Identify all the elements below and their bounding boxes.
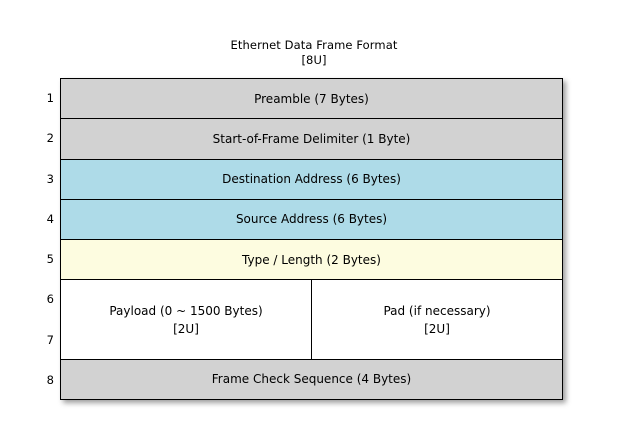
row-number-4: 4 — [46, 211, 54, 226]
diagram-title-subtitle: [8U] — [301, 53, 327, 67]
frame-field-type-length-label: Type / Length (2 Bytes) — [242, 252, 381, 267]
frame-field-start-of-frame-delimiter: Start-of-Frame Delimiter (1 Byte) — [61, 119, 562, 160]
frame-field-type-length: Type / Length (2 Bytes) — [61, 240, 562, 281]
frame-field-source-address: Source Address (6 Bytes) — [61, 199, 562, 240]
row-number-gutter: 1 2 3 4 5 6 7 8 — [30, 78, 56, 400]
frame-field-start-of-frame-delimiter-label: Start-of-Frame Delimiter (1 Byte) — [212, 131, 411, 146]
frame-field-preamble: Preamble (7 Bytes) — [61, 79, 562, 120]
frame-field-pad-label: Pad (if necessary) — [383, 303, 491, 318]
frame-field-payload-pad-band: Payload (0 ~ 1500 Bytes) [2U] Pad (if ne… — [61, 280, 562, 360]
frame-field-frame-check-sequence: Frame Check Sequence (4 Bytes) — [61, 359, 562, 399]
frame-field-payload: Payload (0 ~ 1500 Bytes) [2U] — [61, 280, 312, 359]
row-number-2: 2 — [46, 131, 54, 146]
frame-field-table: Preamble (7 Bytes) Start-of-Frame Delimi… — [60, 78, 563, 400]
row-number-6: 6 — [46, 292, 54, 307]
frame-field-preamble-label: Preamble (7 Bytes) — [254, 91, 369, 106]
frame-field-frame-check-sequence-label: Frame Check Sequence (4 Bytes) — [211, 372, 412, 387]
frame-field-destination-address: Destination Address (6 Bytes) — [61, 159, 562, 200]
frame-field-pad-annotation: [2U] — [424, 321, 450, 336]
row-number-3: 3 — [46, 171, 54, 186]
frame-field-pad: Pad (if necessary) [2U] — [312, 280, 562, 359]
frame-field-payload-label: Payload (0 ~ 1500 Bytes) — [109, 303, 263, 318]
row-number-5: 5 — [46, 252, 54, 267]
frame-field-payload-annotation: [2U] — [173, 321, 199, 336]
row-number-7: 7 — [46, 332, 54, 347]
frame-field-destination-address-label: Destination Address (6 Bytes) — [222, 172, 401, 187]
diagram-title-main: Ethernet Data Frame Format — [230, 38, 398, 52]
diagram-title: Ethernet Data Frame Format [8U] — [0, 38, 628, 68]
row-number-8: 8 — [46, 372, 54, 387]
frame-field-source-address-label: Source Address (6 Bytes) — [235, 212, 388, 227]
row-number-1: 1 — [46, 91, 54, 106]
